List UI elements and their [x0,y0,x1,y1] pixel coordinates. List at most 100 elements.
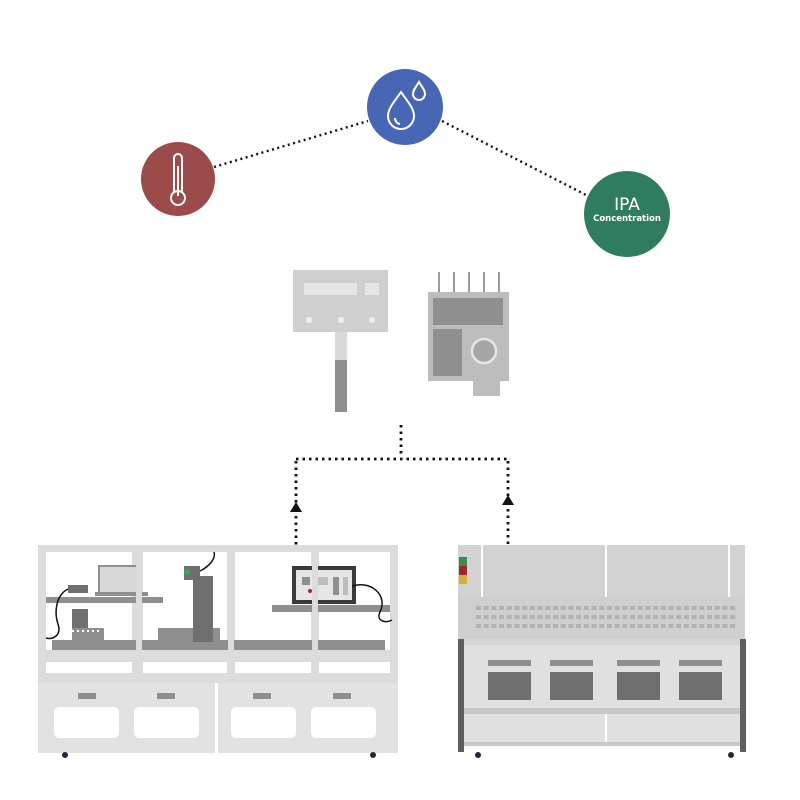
bench-shelf [272,605,390,612]
bench-cables [45,551,393,640]
machine-door-seam [605,714,607,742]
gas-sensor-tab [473,381,500,396]
vent-slot [730,606,736,610]
vent-slot [576,615,582,619]
vent-slot [660,606,666,610]
machine-slot-label [679,660,722,666]
gas-sensor-dome [470,337,498,365]
vent-slot [676,624,682,628]
vent-slot [576,624,582,628]
vent-slot [630,606,635,610]
vent-slot [545,606,551,610]
vent-slot [714,615,720,619]
vent-slot [691,624,697,628]
vent-slot [699,624,705,628]
machine-right-post [740,639,746,752]
monitor-widget [333,577,339,595]
machine-top-seam [481,545,483,597]
drawer-handle [333,693,351,699]
vent-slot [691,606,697,610]
vent-slot [653,615,659,619]
bench-lower-rail [46,650,390,662]
monitor-indicator [308,589,312,593]
connector-humidity-ipa [441,119,589,198]
vent-slot [529,615,535,619]
gas-sensor-module [428,272,509,396]
vent-slot [730,615,736,619]
vent-slot [522,606,528,610]
probe-device-button [369,317,375,323]
bench-base-plate [52,640,385,650]
machine-port [679,672,722,700]
drawer-panel [134,707,199,738]
vent-slot [699,615,705,619]
vent-slot [522,624,528,628]
humidity-sensor-node [367,69,443,145]
probe-device-button [306,317,312,323]
vent-slot [529,624,535,628]
temperature-sensor-node [141,142,215,216]
vent-slot [506,624,512,628]
machine-top-seam [605,545,607,597]
machine-slot-label [550,660,593,666]
instrument-column [193,576,213,642]
vent-slot [560,624,566,628]
vent-slot [591,615,597,619]
vent-slot [606,606,612,610]
vent-slot [683,624,689,628]
vent-slot [483,606,489,610]
machine-port [488,672,531,700]
probe-rod [335,360,347,412]
laptop-base [95,592,148,596]
vent-slot [545,624,551,628]
probe-device-button [338,317,344,323]
vent-slot [676,615,682,619]
vent-slot [576,606,582,610]
vent-slot [514,624,520,628]
monitor-widget [302,577,310,585]
ipa-concentration-label: IPA Concentration [584,196,670,224]
gas-sensor-element [433,329,462,376]
drawer-handle [78,693,96,699]
bench-shelf [46,597,163,603]
vent-slot [683,615,689,619]
vent-slot [599,615,605,619]
vent-slot [645,606,651,610]
vent-slot [707,615,712,619]
vent-slot [499,606,505,610]
machine-port [550,672,593,700]
vent-slot [676,606,682,610]
vent-slot [529,606,535,610]
laptop-screen [98,565,142,594]
humidity-circle [367,69,443,145]
probe-sensor-device [293,270,388,412]
vent-slot [622,606,628,610]
machine-slot-label [617,660,660,666]
machine-base-rail [464,742,740,746]
vent-slot [476,606,481,610]
vent-slot [591,624,597,628]
vent-slot [714,606,720,610]
vent-slot [668,606,674,610]
vent-slot [553,615,558,619]
drawer-handle [157,693,175,699]
vent-slot [660,624,666,628]
vent-slot [476,624,481,628]
vent-slot [476,615,481,619]
vent-slot [707,624,712,628]
drawer-panel [54,707,119,738]
vent-slot [630,624,635,628]
vent-slot [491,624,497,628]
processing-machine [458,545,746,758]
vent-slot [606,624,612,628]
vent-slot [699,606,705,610]
vent-slot [637,615,643,619]
vent-slot [637,624,643,628]
vent-slot [506,606,512,610]
ipa-title: IPA [614,195,640,215]
vent-slot [499,615,505,619]
machine-left-post [458,639,464,752]
vent-slot [499,624,505,628]
vent-slot [537,615,543,619]
window-divider [228,552,234,673]
